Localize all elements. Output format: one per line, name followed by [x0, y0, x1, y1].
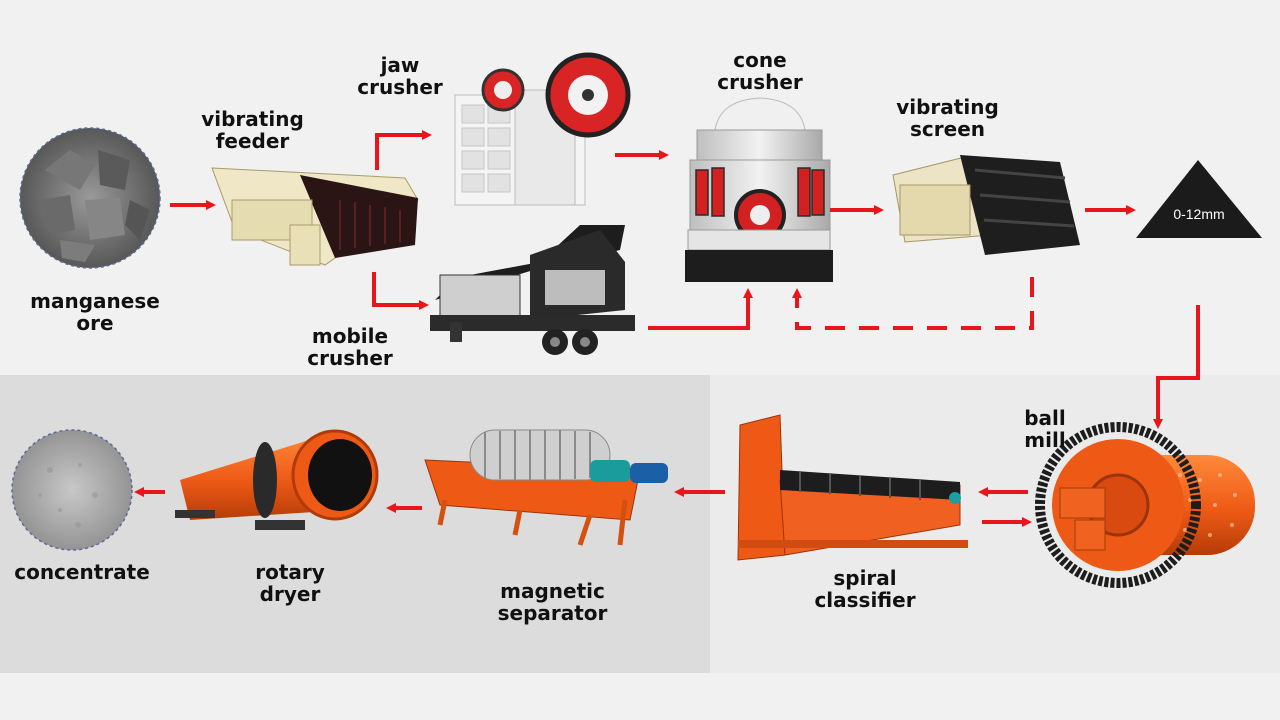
- label-rotary-dryer: rotary dryer: [255, 560, 325, 606]
- label-ball-mill: ball mill: [1024, 406, 1066, 452]
- concentrate-image: [11, 429, 133, 551]
- ball-mill-image: [1035, 422, 1255, 588]
- label-vibrating-screen: vibrating screen: [896, 95, 999, 141]
- vibrating-feeder-image: [211, 167, 419, 266]
- arrow-screen-return: [792, 277, 1034, 330]
- label-cone-crusher: cone crusher: [717, 48, 803, 94]
- size-badge-text: 0-12mm: [1173, 206, 1224, 222]
- manganese-ore-image: [19, 127, 161, 269]
- vibrating-screen-image: [892, 155, 1080, 255]
- flow-arrows: [134, 130, 1200, 527]
- label-vibrating-feeder: vibrating feeder: [201, 107, 304, 153]
- mobile-crusher-image: [430, 225, 635, 355]
- cone-crusher-image: [685, 97, 833, 282]
- arrow-mobile-to-cone: [648, 288, 753, 330]
- size-triangle: 0-12mm: [1136, 160, 1262, 238]
- label-manganese-ore: manganese ore: [30, 289, 160, 335]
- label-concentrate: concentrate: [14, 560, 150, 584]
- arrow-size-to-ballmill: [1153, 305, 1200, 429]
- label-magnetic-separator: magnetic separator: [497, 579, 608, 625]
- label-mobile-crusher: mobile crusher: [307, 324, 393, 370]
- magnetic-separator-image: [424, 429, 668, 546]
- rotary-dryer-image: [175, 429, 379, 530]
- arrow-feeder-to-mobile: [372, 272, 429, 310]
- label-jaw-crusher: jaw crusher: [357, 53, 443, 99]
- label-spiral-classifier: spiral classifier: [814, 566, 916, 612]
- spiral-classifier-image: [737, 414, 968, 561]
- jaw-crusher-image: [454, 52, 631, 206]
- arrow-feeder-to-jaw: [375, 130, 432, 170]
